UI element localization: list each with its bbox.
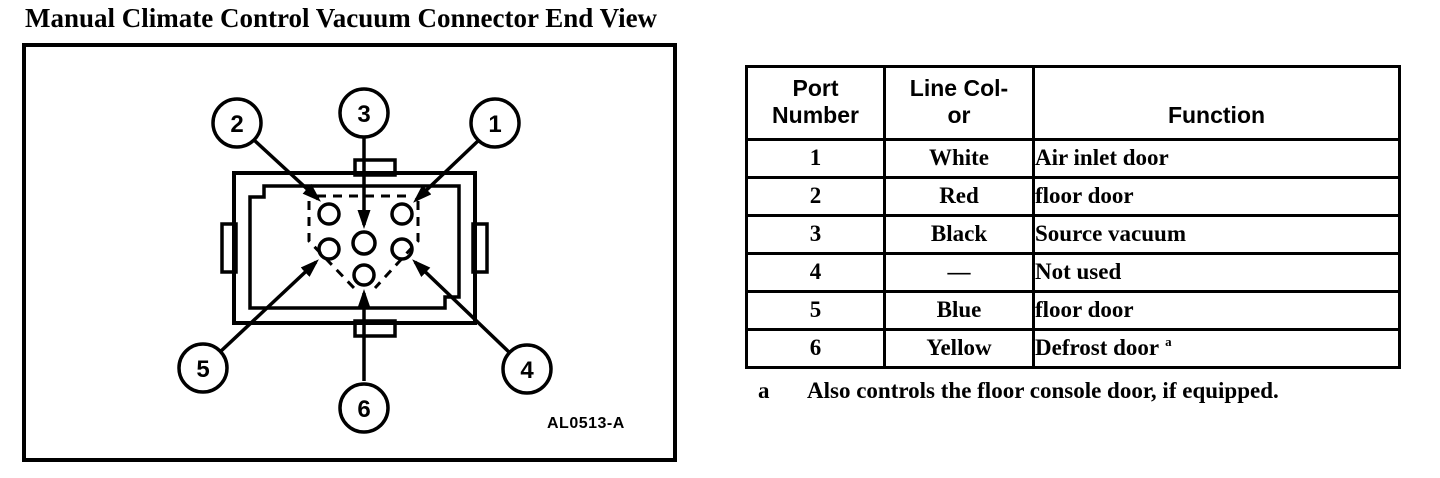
callout-6-label: 6 bbox=[357, 396, 370, 423]
cell-port-number: 4 bbox=[745, 252, 886, 293]
table-row-port-3: 3 Black Source vacuum bbox=[745, 214, 1401, 255]
connector-body bbox=[220, 158, 489, 338]
connector-inner-wall bbox=[248, 184, 461, 310]
cell-line-color: Black bbox=[883, 214, 1035, 255]
port-table-panel: Port Number Line Col- or Function 1 Whit… bbox=[745, 65, 1405, 404]
vacuum-ports bbox=[317, 202, 414, 287]
cell-port-number: 1 bbox=[745, 138, 886, 179]
cell-line-color: Yellow bbox=[883, 328, 1035, 369]
page-title: Manual Climate Control Vacuum Connector … bbox=[25, 3, 658, 33]
table-header-row: Port Number Line Col- or Function bbox=[745, 65, 1401, 141]
cell-function: Air inlet door bbox=[1032, 138, 1401, 179]
cell-line-color: Blue bbox=[883, 290, 1035, 331]
callout-6: 6 bbox=[338, 382, 390, 434]
callout-2-label: 2 bbox=[230, 111, 243, 138]
callout-arrows bbox=[218, 137, 513, 381]
cell-function: Defrost door a bbox=[1032, 328, 1401, 369]
callout-3: 3 bbox=[338, 87, 390, 139]
cell-port-number: 3 bbox=[745, 214, 886, 255]
cell-line-color: White bbox=[883, 138, 1035, 179]
connector-outer-shell bbox=[232, 171, 477, 325]
col-header-line-color: Line Col- or bbox=[883, 65, 1035, 141]
figure-code: AL0513-A bbox=[547, 415, 625, 432]
port-3-pin bbox=[351, 230, 377, 256]
cell-function: Not used bbox=[1032, 252, 1401, 293]
cell-function: floor door bbox=[1032, 176, 1401, 217]
callout-4-label: 4 bbox=[520, 357, 534, 384]
footnote: a Also controls the floor console door, i… bbox=[745, 378, 1405, 404]
table-row-port-1: 1 White Air inlet door bbox=[745, 138, 1401, 179]
callout-3-label: 3 bbox=[357, 101, 370, 128]
table-row-port-6: 6 Yellow Defrost door a bbox=[745, 328, 1401, 369]
callout-1-label: 1 bbox=[488, 111, 501, 138]
callout-2: 2 bbox=[211, 97, 263, 149]
cell-port-number: 6 bbox=[745, 328, 886, 369]
callout-arrow-5 bbox=[218, 259, 319, 354]
port-1-pin bbox=[390, 202, 414, 226]
callout-1: 1 bbox=[469, 97, 521, 149]
cell-port-number: 5 bbox=[745, 290, 886, 331]
cell-line-color: Red bbox=[883, 176, 1035, 217]
cell-line-color: — bbox=[883, 252, 1035, 293]
callout-5-label: 5 bbox=[196, 356, 209, 383]
connector-end-view-diagram: 1 2 3 4 5 bbox=[177, 87, 625, 434]
callouts: 1 2 3 4 5 bbox=[177, 87, 553, 434]
callout-arrow-1 bbox=[413, 138, 481, 203]
callout-arrow-4 bbox=[412, 259, 513, 356]
col-header-function: Function bbox=[1032, 65, 1401, 141]
port-6-pin bbox=[352, 263, 376, 287]
pin-cavity-outline bbox=[307, 194, 420, 290]
vacuum-port-table: Port Number Line Col- or Function 1 Whit… bbox=[745, 65, 1401, 369]
cell-port-number: 2 bbox=[745, 176, 886, 217]
table-row-port-2: 2 Red floor door bbox=[745, 176, 1401, 217]
cell-function-text: Defrost door bbox=[1035, 334, 1160, 360]
footnote-text: Also controls the floor console door, if… bbox=[807, 378, 1279, 403]
port-4-pin bbox=[390, 237, 414, 261]
cell-function: floor door bbox=[1032, 290, 1401, 331]
table-row-port-4: 4 — Not used bbox=[745, 252, 1401, 293]
connector-diagram-box: 1 2 3 4 5 bbox=[22, 43, 677, 462]
callout-arrow-2 bbox=[252, 138, 321, 202]
col-header-port-number: Port Number bbox=[745, 65, 886, 141]
port-2-pin bbox=[317, 202, 341, 226]
port-5-pin bbox=[317, 237, 341, 261]
cell-function: Source vacuum bbox=[1032, 214, 1401, 255]
callout-4: 4 bbox=[501, 343, 553, 395]
callout-5: 5 bbox=[177, 342, 229, 394]
footnote-marker-ref: a bbox=[1165, 333, 1172, 349]
table-row-port-5: 5 Blue floor door bbox=[745, 290, 1401, 331]
footnote-marker: a bbox=[758, 378, 770, 403]
